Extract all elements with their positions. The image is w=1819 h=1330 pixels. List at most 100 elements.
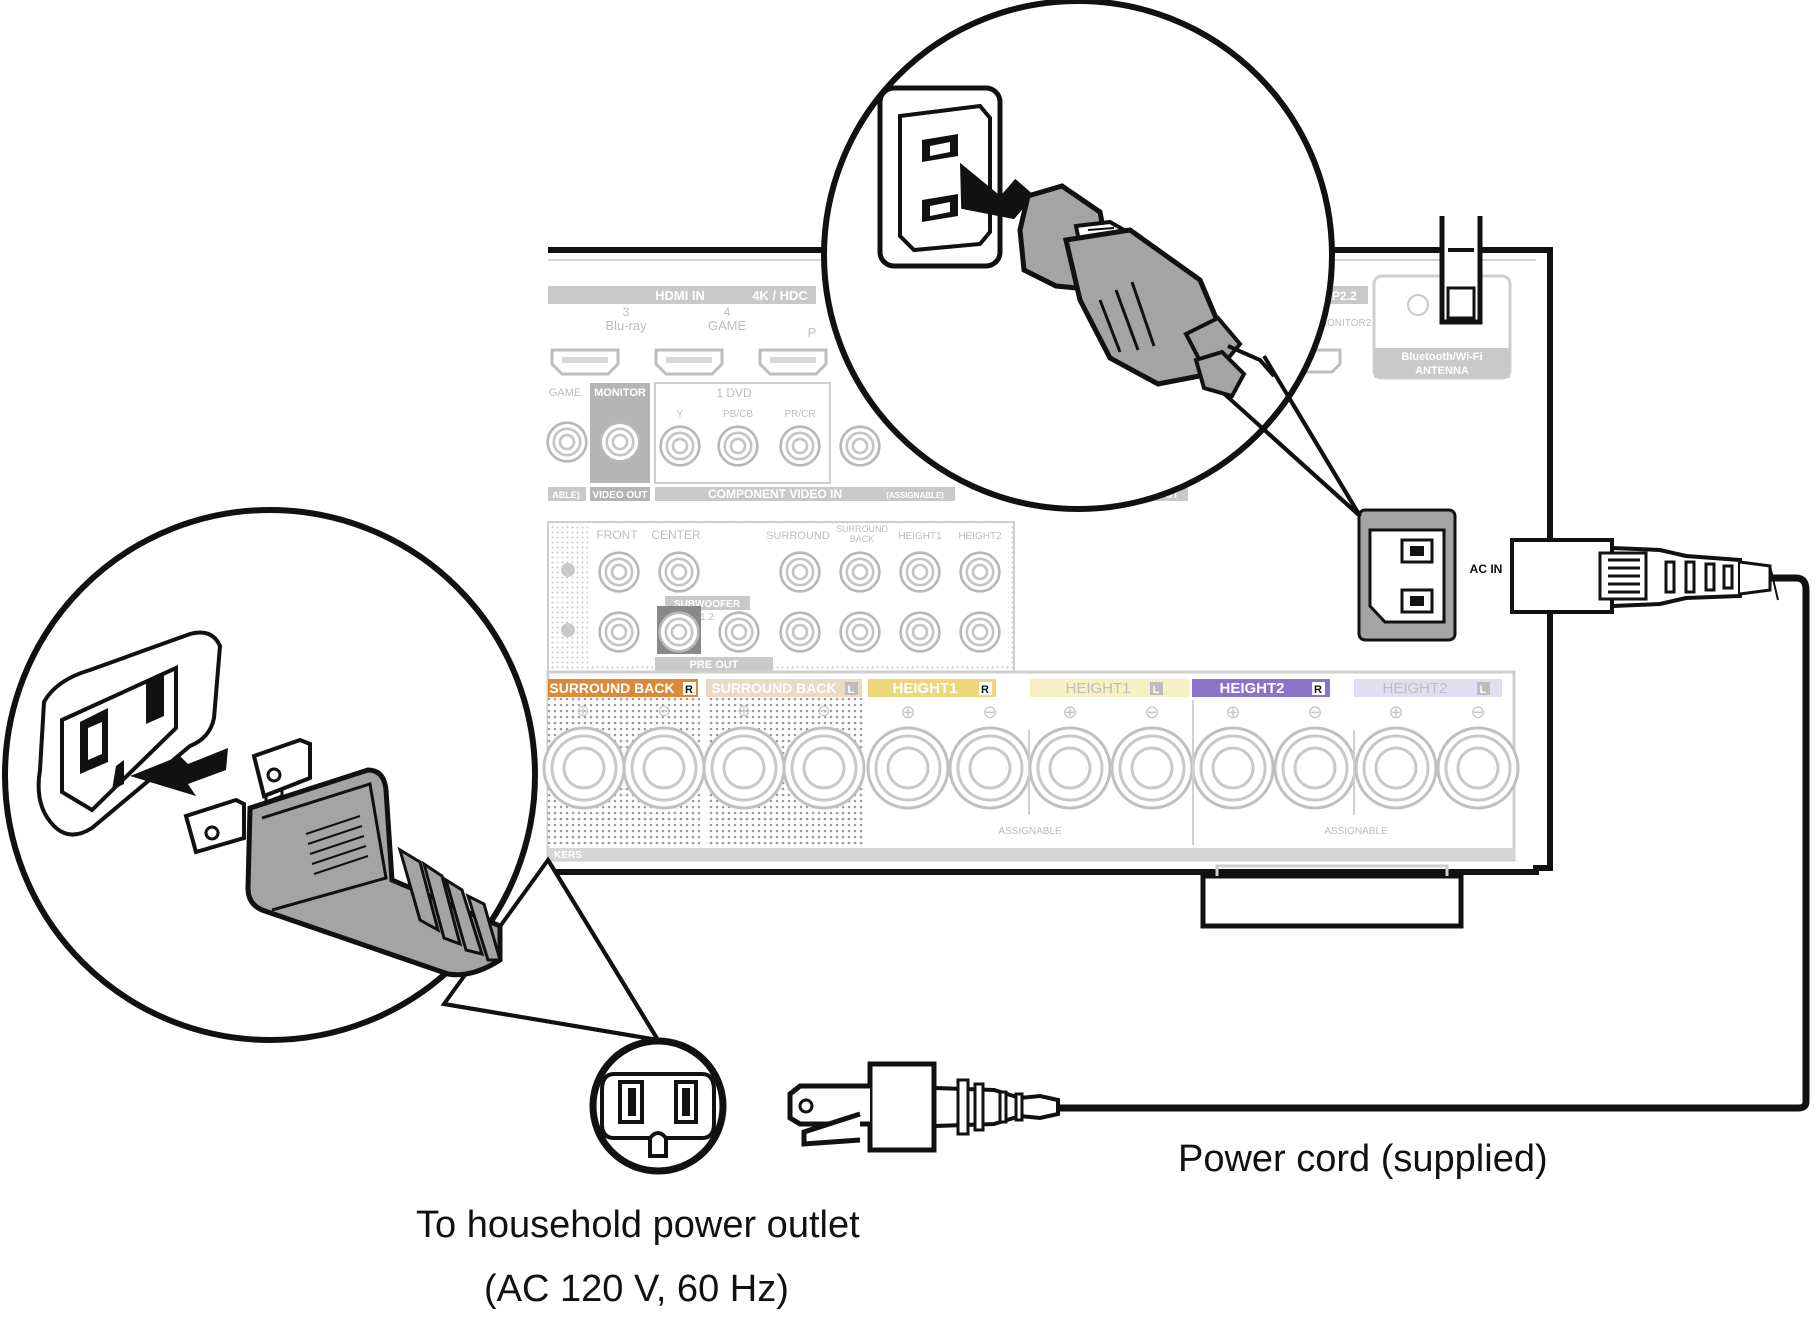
pb-label: PB/CB xyxy=(723,409,753,420)
front-label: FRONT xyxy=(596,528,638,542)
badge-r: R xyxy=(685,684,693,696)
speaker-terminal xyxy=(542,726,626,810)
svg-text:⊕: ⊕ xyxy=(1062,702,1077,722)
pr-label: PR/CR xyxy=(784,409,815,420)
rca-jack xyxy=(718,611,760,653)
speaker-terminal xyxy=(948,726,1032,810)
svg-text:⊕: ⊕ xyxy=(1388,702,1403,722)
assignable-label: ASSIGNABLE xyxy=(998,826,1062,837)
surround-back-label-line2: BACK xyxy=(850,534,875,544)
surround-back-r-label: SURROUND BACK xyxy=(549,680,674,696)
surround-back-label-line1: SURROUND xyxy=(836,524,889,534)
hdmi4-number: 4 xyxy=(724,305,731,319)
hdmi5-partial: P xyxy=(808,325,817,340)
out-partial-label: UT xyxy=(1165,490,1178,501)
rca-jack xyxy=(658,551,700,593)
svg-text:⊖: ⊖ xyxy=(1307,702,1322,722)
subwoofer-numbers: 1 2 xyxy=(700,612,714,623)
rca-jack xyxy=(839,425,881,467)
antenna-icon xyxy=(1439,216,1483,325)
rca-jack xyxy=(598,611,640,653)
bluetooth-wifi-label: Bluetooth/Wi-Fi xyxy=(1401,351,1482,363)
receiver-foot xyxy=(1200,873,1464,929)
svg-text:⊕: ⊕ xyxy=(737,703,750,720)
hdmi-4k-label: 4K / HDC xyxy=(752,288,808,303)
rca-jack xyxy=(959,551,1001,593)
svg-text:⊕: ⊕ xyxy=(1225,702,1240,722)
height2-r-label: HEIGHT2 xyxy=(1219,680,1284,697)
speaker-terminal xyxy=(1028,726,1112,810)
surround-back-l-label: SURROUND BACK xyxy=(711,680,836,696)
height1-r-label: HEIGHT1 xyxy=(892,680,957,697)
wall-outlet xyxy=(589,1037,727,1175)
insert-arrow-icon xyxy=(959,162,1035,220)
speaker-terminal xyxy=(866,726,950,810)
rca-jack xyxy=(599,421,641,463)
callout-outlet-zoom xyxy=(2,507,662,1043)
rca-jack xyxy=(839,551,881,593)
assignable-label: ASSIGNABLE xyxy=(1324,826,1388,837)
pre-out-label: PRE OUT xyxy=(690,659,739,671)
rca-jack xyxy=(839,611,881,653)
speaker-terminal xyxy=(702,726,786,810)
rca-jack xyxy=(959,611,1001,653)
svg-text:⊕: ⊕ xyxy=(576,703,589,720)
rca-jack xyxy=(899,611,941,653)
two-prong-plug xyxy=(787,1061,1060,1153)
antenna-label: ANTENNA xyxy=(1415,365,1469,377)
hdmi-port xyxy=(758,348,828,376)
svg-text:⊖: ⊖ xyxy=(1470,702,1485,722)
speaker-terminal xyxy=(1354,726,1438,810)
receiver-rear-panel: HDMI IN 4K / HDC CP2.2 MONITOR2 3 Blu-ra… xyxy=(542,216,1772,929)
speakers-partial-label: KERS xyxy=(554,850,582,861)
rca-jack xyxy=(779,551,821,593)
monitor2-label: MONITOR2 xyxy=(1319,318,1372,329)
hdmi3-name: Blu-ray xyxy=(605,318,647,333)
badge-l: L xyxy=(1480,684,1487,696)
rca-jack xyxy=(779,611,821,653)
svg-text:⊖: ⊖ xyxy=(657,703,670,720)
height2-l-label: HEIGHT2 xyxy=(1382,680,1447,697)
hdmi4-name: GAME xyxy=(708,318,747,333)
hdmi-port xyxy=(550,348,620,376)
hdmi-port xyxy=(654,348,724,376)
badge-r: R xyxy=(981,684,989,696)
monitor-label: MONITOR xyxy=(594,387,646,399)
power-cord xyxy=(1058,574,1810,1112)
badge-l: L xyxy=(1153,684,1160,696)
component-assignable-label: (ASSIGNABLE) xyxy=(886,491,944,500)
height1-preout-label: HEIGHT1 xyxy=(898,531,942,542)
speaker-terminal xyxy=(1436,726,1520,810)
speaker-terminal xyxy=(782,726,866,810)
video-out-label: VIDEO OUT xyxy=(592,490,647,501)
rca-jack xyxy=(546,421,588,463)
ac-in-label: AC IN xyxy=(1470,562,1503,576)
speaker-terminal xyxy=(1110,726,1194,810)
outlet-caption-line2: (AC 120 V, 60 Hz) xyxy=(484,1268,789,1310)
rca-jack xyxy=(658,611,700,653)
badge-r: R xyxy=(1314,684,1322,696)
rca-jack xyxy=(717,425,759,467)
rca-jack xyxy=(659,425,701,467)
outlet-caption-line1: To household power outlet xyxy=(416,1204,860,1246)
height2-preout-label: HEIGHT2 xyxy=(958,531,1002,542)
center-label: CENTER xyxy=(651,528,701,542)
y-label: Y xyxy=(677,409,684,420)
badge-l: L xyxy=(848,684,855,696)
callout-inlet-zoom xyxy=(821,0,1362,518)
speaker-terminal xyxy=(1191,726,1275,810)
svg-text:⊖: ⊖ xyxy=(982,702,997,722)
svg-text:⊖: ⊖ xyxy=(1144,702,1159,722)
dvd-label: 1 DVD xyxy=(716,386,752,400)
ac-inlet xyxy=(1357,508,1457,642)
rca-jack xyxy=(598,551,640,593)
surround-label: SURROUND xyxy=(766,530,830,542)
subwoofer-label: SUBWOOFER xyxy=(674,599,741,610)
hdmi3-number: 3 xyxy=(623,305,630,319)
svg-text:⊖: ⊖ xyxy=(817,703,830,720)
insert-arrow-icon xyxy=(130,748,228,796)
power-cord-caption: Power cord (supplied) xyxy=(1178,1138,1548,1180)
component-video-in-label: COMPONENT VIDEO IN xyxy=(708,487,842,501)
height1-l-label: HEIGHT1 xyxy=(1065,680,1130,697)
